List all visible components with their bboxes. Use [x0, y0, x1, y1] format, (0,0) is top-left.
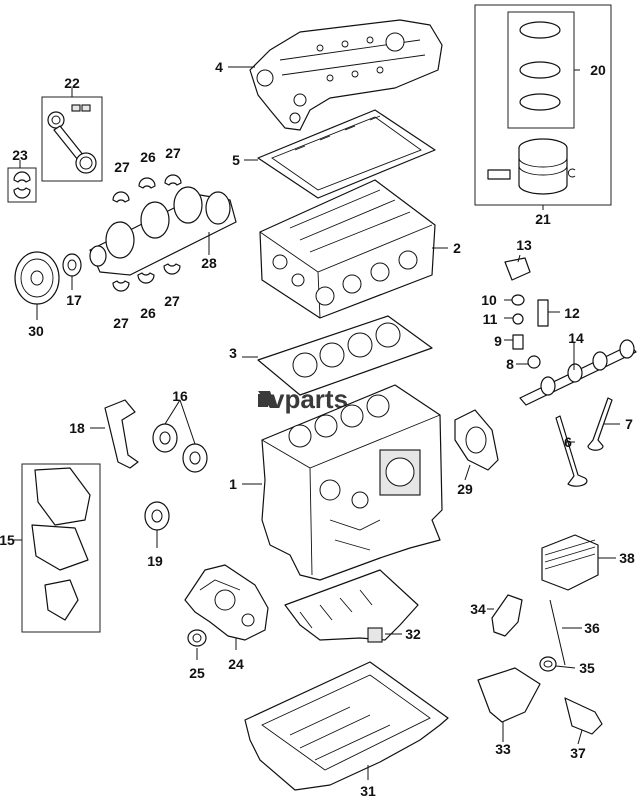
- leader-lines: [12, 66, 620, 780]
- valve-cover: [249, 19, 443, 131]
- callout-16: 16: [172, 388, 188, 404]
- timing-belt: [104, 399, 139, 469]
- callout-13: 13: [516, 237, 532, 253]
- callout-23: 23: [12, 147, 28, 163]
- oil-baffle: [284, 569, 419, 643]
- callout-15: 15: [0, 532, 15, 548]
- camshaft-sensor: [504, 257, 531, 281]
- callout-21: 21: [535, 211, 551, 227]
- rear-main-seal-housing: [454, 409, 499, 471]
- valve-cover-gasket: [257, 109, 436, 199]
- main-bearing-upper: [112, 174, 182, 203]
- control-valve: [537, 299, 549, 327]
- main-bearing-lower: [112, 263, 181, 292]
- oil-filter-housing: [477, 667, 541, 723]
- callout-27-bottom-left: 27: [113, 315, 129, 331]
- crankshaft: [89, 186, 237, 276]
- timing-cover-assembly: [21, 463, 101, 633]
- callout-32: 32: [405, 626, 421, 642]
- callout-7: 7: [625, 416, 633, 432]
- vvt-solenoid: [512, 334, 524, 350]
- engine-block: [261, 384, 443, 581]
- callout-22: 22: [64, 75, 80, 91]
- callout-2: 2: [453, 240, 461, 256]
- dipstick-tube: [549, 599, 566, 666]
- callout-27-bottom-right: 27: [164, 293, 180, 309]
- sealing-ring: [539, 656, 557, 672]
- callout-38: 38: [619, 550, 635, 566]
- oil-pan: [244, 661, 449, 791]
- callout-36: 36: [584, 620, 600, 636]
- callout-6: 6: [564, 434, 572, 450]
- engine-bracket: [564, 697, 603, 735]
- callout-25: 25: [189, 665, 205, 681]
- vparts-logo: vparts: [258, 384, 348, 414]
- callout-18: 18: [69, 420, 85, 436]
- oil-pump: [184, 564, 269, 641]
- callout-34: 34: [470, 601, 486, 617]
- callout-33: 33: [495, 741, 511, 757]
- callout-14: 14: [568, 330, 584, 346]
- callout-31: 31: [360, 783, 376, 799]
- crankshaft-gear: [62, 253, 82, 277]
- connecting-rod: [41, 96, 103, 182]
- callout-27-top-right: 27: [165, 145, 181, 161]
- callout-4: 4: [215, 59, 223, 75]
- cam-plug: [527, 355, 541, 369]
- callout-3: 3: [229, 345, 237, 361]
- callout-17: 17: [66, 292, 82, 308]
- intake-valve: [555, 415, 588, 487]
- head-gasket: [257, 315, 433, 396]
- callout-26-bottom: 26: [140, 305, 156, 321]
- callout-1: 1: [229, 476, 237, 492]
- belt-tensioner: [144, 501, 170, 531]
- callout-20: 20: [590, 62, 606, 78]
- exhaust-valve: [587, 397, 613, 451]
- callout-37: 37: [570, 745, 586, 761]
- callout-35: 35: [579, 660, 595, 676]
- callout-24: 24: [228, 656, 244, 672]
- piston-rings: [474, 4, 612, 206]
- camshaft: [519, 339, 637, 406]
- valve-seal: [512, 313, 524, 325]
- cylinder-head: [259, 179, 436, 319]
- callout-28: 28: [201, 255, 217, 271]
- callout-8: 8: [506, 356, 514, 372]
- callout-12: 12: [564, 305, 580, 321]
- callout-9: 9: [494, 333, 502, 349]
- crankshaft-pulley: [14, 251, 60, 305]
- oil-cooler: [541, 534, 599, 591]
- camshaft-sprocket: [152, 423, 208, 473]
- callout-30: 30: [28, 323, 44, 339]
- rod-bearing: [7, 167, 37, 203]
- oil-pump-seal: [187, 629, 207, 647]
- coolant-outlet: [491, 594, 523, 637]
- piston: [487, 138, 576, 195]
- sensor-seal: [511, 294, 525, 306]
- callout-10: 10: [481, 292, 497, 308]
- callout-26-top: 26: [140, 149, 156, 165]
- callout-5: 5: [232, 152, 240, 168]
- callout-labels: 3 1 4 5 2 32 31 24 25 22 23 27 26 27 28 …: [0, 59, 635, 799]
- callout-27-top-left: 27: [114, 159, 130, 175]
- callout-19: 19: [147, 553, 163, 569]
- callout-29: 29: [457, 481, 473, 497]
- callout-11: 11: [483, 311, 498, 327]
